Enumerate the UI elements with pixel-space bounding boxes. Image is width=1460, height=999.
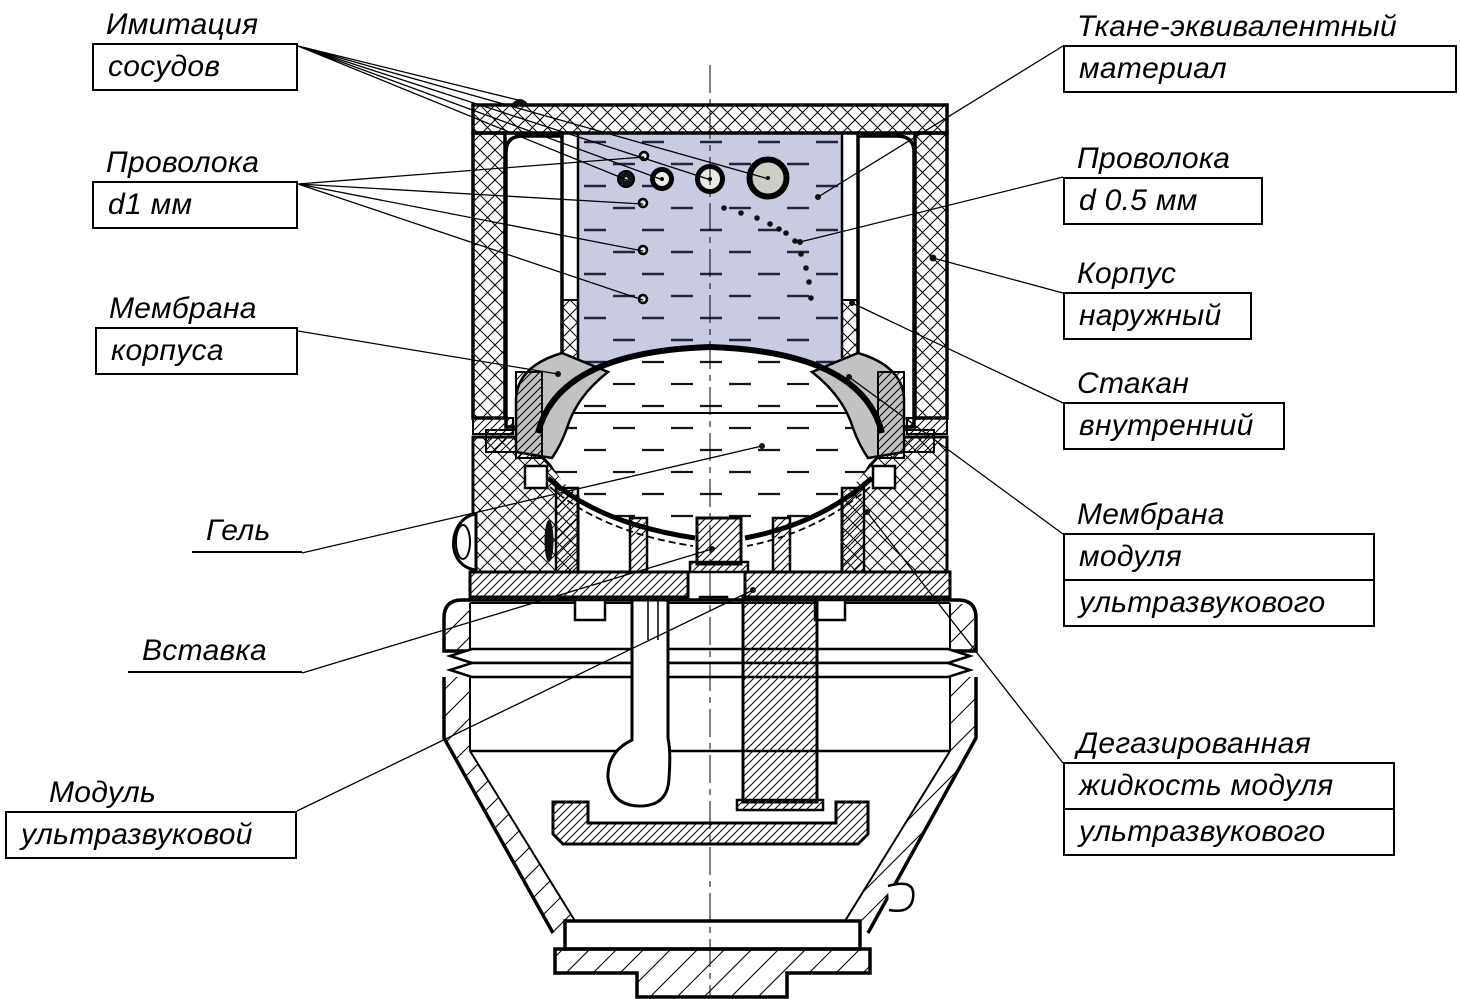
label-tissue-equivalent: Ткане-эквивалентный материал [1063,7,1457,93]
label-text: Дегазированная [1077,727,1311,760]
label-text: корпуса [95,327,298,375]
pedestal [553,947,872,999]
label-text: Проволока [1077,142,1231,175]
leader-lines [296,45,1064,812]
label-gel: Гель [192,511,302,553]
label-housing-membrane: Мембрана корпуса [95,289,298,375]
label-text: Стакан [1077,367,1190,400]
probe-teardrop [606,598,672,808]
label-text: модуля [1063,533,1375,581]
mounting-plate [468,570,952,599]
label-text: внутренний [1063,402,1285,450]
side-plug [452,512,554,572]
side-lug [887,882,915,912]
label-text: жидкость модуля [1063,762,1395,810]
central-column [735,595,825,812]
label-text: ультразвукового [1063,581,1375,627]
leader-dots [555,194,937,593]
label-text: Ткане-эквивалентный [1077,10,1398,43]
label-text: ультразвукового [1063,810,1395,856]
label-text: наружный [1063,292,1252,340]
label-outer-housing: Корпус наружный [1063,254,1252,340]
label-degassed-liquid: Дегазированная жидкость модуля ультразву… [1063,724,1395,856]
label-module-membrane: Мембрана модуля ультразвукового [1063,495,1375,627]
label-vessel-imitation: Имитация сосудов [92,5,298,91]
label-wire-d05: Проволока d 0.5 мм [1063,139,1263,225]
wire-d1-dots [637,150,650,305]
label-text: ультразвуковой [5,811,297,859]
rim-bolts [523,464,897,490]
label-text: Проволока [106,146,260,179]
label-text: Имитация [106,8,259,41]
lid-bump [511,99,529,105]
wire-d05-dot-arc [721,205,814,301]
label-text: сосудов [92,43,298,91]
label-text: Корпус [1077,257,1177,290]
label-wire-d1: Проволока d1 мм [92,143,298,229]
module-bowl [442,677,978,934]
label-text: d 0.5 мм [1063,177,1263,225]
label-insert: Вставка [128,631,302,673]
insert [688,516,750,574]
label-text: d1 мм [92,181,298,229]
bottom-slab [563,919,862,951]
label-text: материал [1063,45,1457,93]
label-text: Модуль [49,776,157,809]
inner-cup [504,134,916,429]
label-ultrasound-module: Модуль ультразвуковой [5,773,297,859]
label-text: Мембрана [109,292,257,325]
label-text: Мембрана [1077,498,1225,531]
label-inner-cup: Стакан внутренний [1063,364,1285,450]
